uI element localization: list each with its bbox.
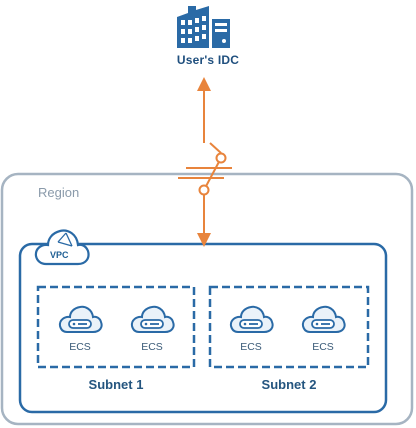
cloud-server-icon	[58, 305, 103, 333]
region-label: Region	[38, 185, 80, 200]
subnet-1-box	[36, 285, 196, 369]
idc-label: User's IDC	[176, 53, 240, 67]
cloud-server-icon	[229, 305, 274, 333]
vpc-label: VPC	[50, 250, 69, 260]
ecs-label: ECS	[69, 341, 91, 353]
vpc-cloud-icon	[34, 229, 90, 266]
subnet-2-label: Subnet 2	[261, 377, 317, 392]
subnet-2-box	[208, 285, 370, 369]
ecs-label: ECS	[312, 341, 334, 353]
cloud-server-icon	[130, 305, 175, 333]
connection-line	[178, 77, 232, 247]
broken-link-icon	[178, 142, 232, 202]
office-building-icon	[177, 6, 230, 48]
subnet-1-label: Subnet 1	[88, 377, 144, 392]
cloud-server-icon	[301, 305, 346, 333]
ecs-label: ECS	[141, 341, 163, 353]
ecs-label: ECS	[240, 341, 262, 353]
region-box	[0, 172, 414, 426]
